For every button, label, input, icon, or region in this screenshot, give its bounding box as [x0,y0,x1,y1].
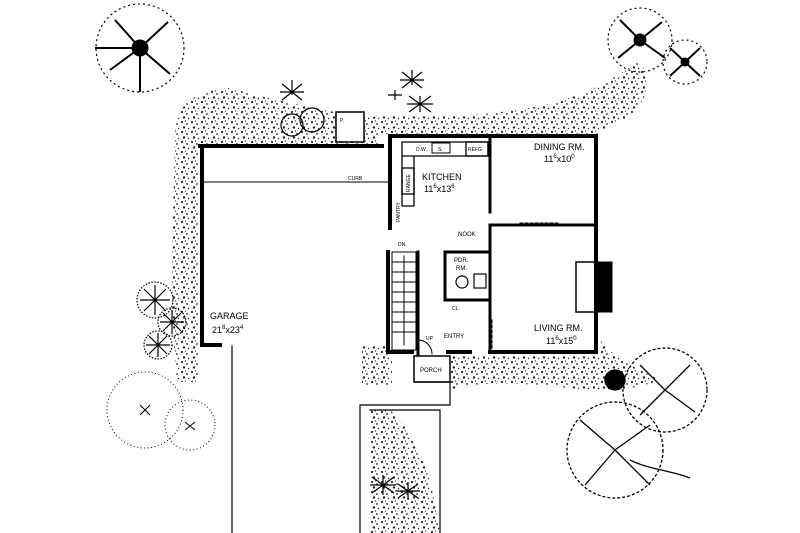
post-label: P. [340,118,344,124]
gravel-bed-left [176,146,198,382]
dw-label: D.W. [416,147,427,153]
gravel-bed-top [172,60,660,390]
entry-label: ENTRY [444,334,464,340]
closet-label: CL. [452,306,460,312]
porch-label: PORCH [420,368,442,374]
fireplace [575,261,597,313]
kitchen-dimensions: 116x136 [424,184,455,194]
kitchen-name: KITCHEN [422,172,462,182]
refrigerator [465,141,489,157]
curb-label: CURB [348,176,363,182]
stair-up-label: UP [426,336,434,342]
powder-room-name-2: RM. [456,266,467,272]
room-labels: GARAGE 218x234 KITCHEN 116x136 DINING RM… [210,118,585,374]
sink [431,142,451,154]
garage-walls [198,144,384,347]
pantry-label: PANTRY [396,202,402,222]
walls [198,111,613,533]
garage-dimensions: 218x234 [212,325,244,335]
powder-room-name-1: PDR. [454,258,469,264]
stair-down-label: DN. [398,242,407,248]
range-label: RANGE [406,174,412,192]
lavatory [473,273,487,289]
tree-top-left [95,3,185,93]
range [401,167,415,195]
interior-walls [416,134,598,357]
landscaping [172,60,660,533]
gravel-bed-porch-left [362,345,392,385]
walkway [359,381,451,533]
staircase [391,251,417,351]
house-outer-wall [388,134,598,354]
nook-label: NOOK [458,232,476,238]
front-door-swing [417,339,433,355]
tree-top-right [607,7,708,85]
tree-bottom-right [566,347,708,499]
shrub-bottom [370,475,420,500]
refg-label: REFG [468,147,482,153]
fireplace-hearth [595,261,613,313]
shrub-top-center [280,70,433,137]
sink-label: S. [438,147,443,153]
gravel-bed-bottom [370,410,440,533]
dining-name: DINING RM. [534,142,585,152]
garage-name: GARAGE [210,311,249,321]
shrubs-left [136,281,187,360]
toilet [455,275,469,289]
living-dimensions: 116x150 [546,336,577,346]
dining-dimensions: 116x100 [544,154,575,164]
stair-wall [386,250,414,354]
trees [95,3,708,500]
post [335,111,365,143]
tree-bottom-left [106,371,216,451]
living-name: LIVING RM. [534,323,583,333]
